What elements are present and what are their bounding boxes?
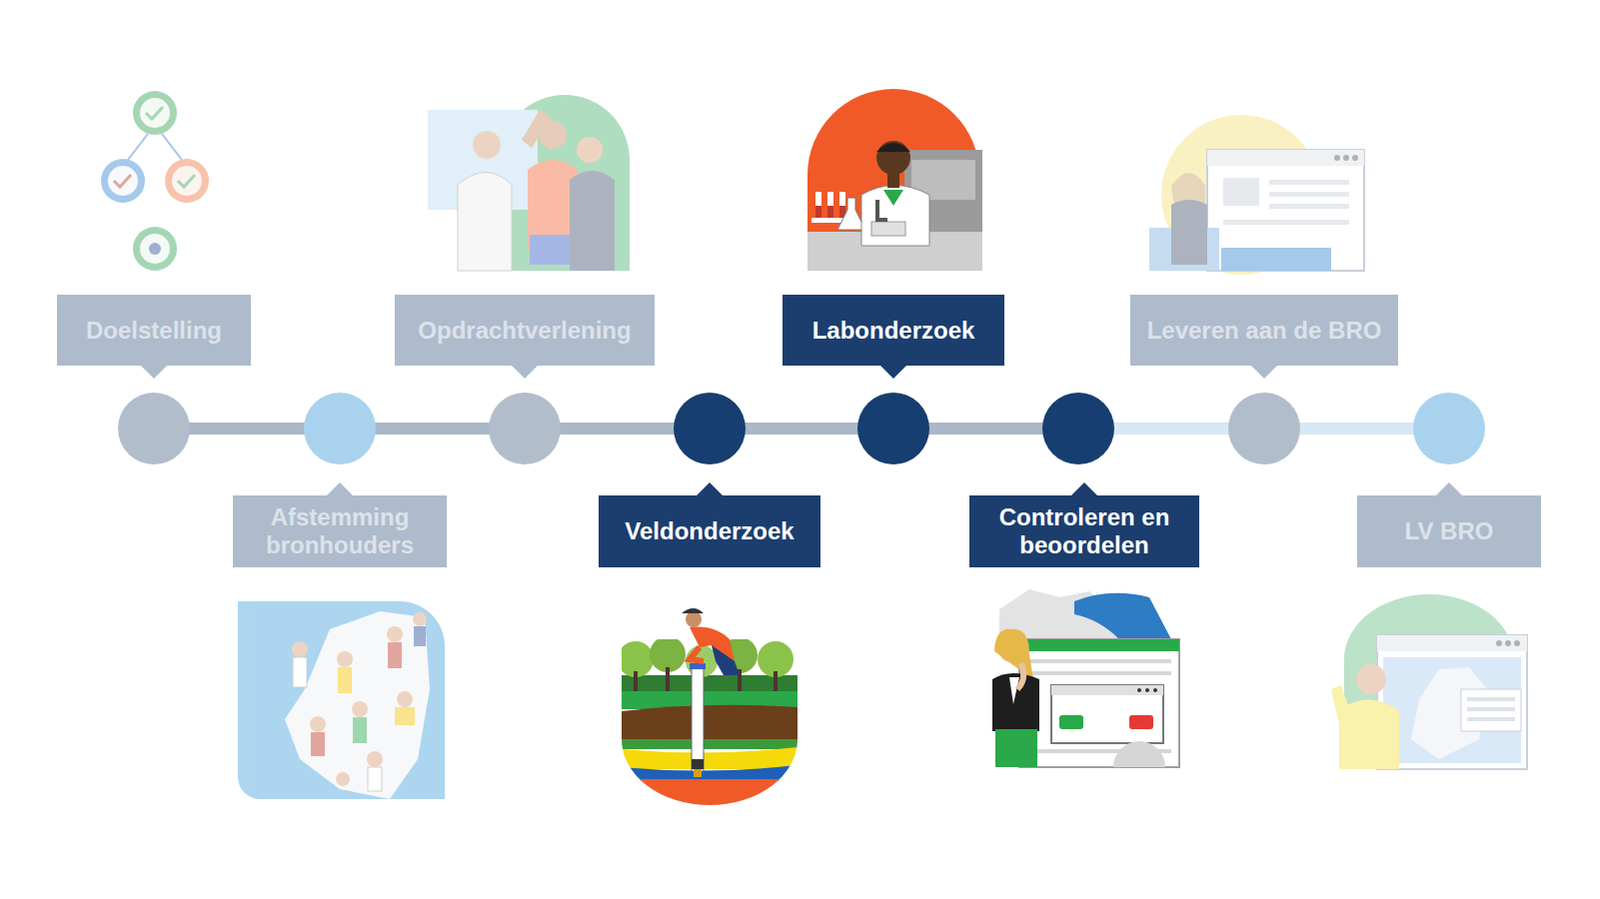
step-dot: [117, 392, 190, 465]
delivery-illustration: [1149, 114, 1365, 275]
timeline-bar: [153, 422, 1079, 435]
step-dot: [303, 392, 376, 465]
map-illustration: [237, 601, 445, 800]
step-label: Veldonderzoek: [598, 495, 821, 568]
step-label: Leveren aan de BRO: [1130, 294, 1399, 366]
register-illustration: [1331, 594, 1528, 770]
step-label: LV BRO: [1357, 495, 1542, 568]
step-title: Labonderzoek: [812, 316, 976, 345]
step-title: Veldonderzoek: [624, 517, 794, 546]
step-label: Labonderzoek: [782, 294, 1005, 366]
lab-illustration: [807, 88, 983, 271]
step-title: Leveren aan de BRO: [1147, 316, 1383, 345]
badge-icons: [100, 90, 209, 271]
step-title: Controleren en beoordelen: [979, 503, 1190, 559]
step-title: Opdrachtverlening: [417, 316, 631, 345]
step-title: LV BRO: [1405, 517, 1495, 546]
step-label: Afstemming bronhouders: [232, 495, 447, 568]
step-dot: [673, 392, 746, 465]
step-label: Opdrachtverlening: [394, 294, 655, 366]
step-title: Afstemming bronhouders: [242, 503, 437, 559]
step-label: Controleren en beoordelen: [969, 495, 1200, 568]
review-illustration: [992, 589, 1180, 768]
step-dot: [857, 392, 930, 465]
step-dot: [1228, 392, 1301, 465]
step-dot: [488, 392, 561, 465]
timeline: [117, 392, 1486, 465]
step-label: Doelstelling: [56, 294, 251, 366]
step-dot: [1042, 392, 1115, 465]
field-illustration: [617, 608, 798, 810]
handshake-illustration: [427, 94, 630, 271]
step-title: Doelstelling: [85, 316, 222, 345]
step-dot: [1413, 392, 1486, 465]
